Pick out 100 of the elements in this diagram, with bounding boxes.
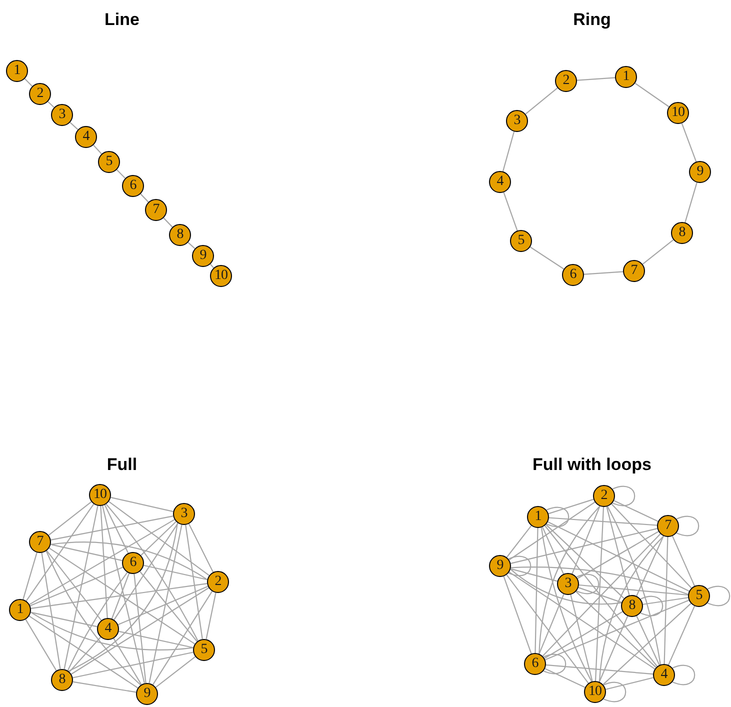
edge-line: [50, 542, 208, 580]
edge-line: [25, 619, 57, 671]
edge-line: [578, 584, 688, 596]
edge-line: [64, 506, 98, 670]
vertex-circle: 10: [210, 265, 232, 287]
edge-line: [544, 525, 658, 667]
edge-line: [41, 552, 61, 670]
edge-line: [46, 550, 142, 686]
edge-line: [502, 131, 515, 172]
edge-line: [110, 496, 174, 512]
edge-line: [598, 536, 664, 682]
edge-line: [111, 573, 130, 619]
self-loop: [672, 664, 696, 686]
self-loop: [576, 574, 600, 594]
edge-line: [506, 525, 532, 558]
edge-line: [570, 594, 593, 682]
vertex-circle: 1: [6, 60, 28, 82]
edge-line: [538, 594, 564, 654]
edge-line: [576, 591, 656, 668]
edge-line: [614, 500, 658, 522]
edge-line: [510, 568, 558, 582]
self-loop: [543, 654, 566, 674]
panel-title: Full: [106, 455, 138, 475]
vertex-circle: 2: [593, 485, 615, 507]
edge-line: [664, 536, 668, 664]
edge-line: [140, 571, 198, 642]
edge-line: [572, 506, 600, 574]
vertex-circle: 4: [653, 664, 675, 686]
edge-line: [70, 122, 78, 130]
vertex-circle: 3: [506, 110, 528, 132]
edge-line: [634, 82, 670, 108]
panel-title: Full with loops: [532, 455, 652, 475]
edge-line: [576, 77, 616, 81]
vertex-circle: 9: [192, 245, 214, 267]
edge-line: [546, 664, 654, 675]
edge-line: [544, 600, 690, 660]
edge-line: [684, 182, 698, 223]
edge-line: [71, 587, 209, 675]
edge-line: [30, 612, 98, 628]
edge-line: [140, 194, 149, 202]
self-loop: [707, 586, 730, 606]
vertex-circle: 8: [621, 595, 643, 617]
edge-line: [106, 504, 198, 642]
edge-line: [140, 521, 176, 556]
vertex-circle: 10: [584, 681, 606, 703]
edge-line: [100, 506, 108, 618]
vertex-circle: 6: [562, 264, 584, 286]
edge-line: [525, 88, 558, 114]
edge-line: [542, 526, 564, 574]
edge-line: [30, 583, 208, 609]
edge-line: [29, 519, 175, 605]
edge-line: [24, 78, 33, 87]
vertex-circle: 5: [510, 230, 532, 252]
vertex-circle: 2: [207, 571, 229, 593]
edge-line: [510, 566, 688, 595]
edge-line: [148, 524, 182, 684]
vertex-circle: 2: [555, 70, 577, 92]
self-loop: [508, 556, 532, 576]
edge-line: [108, 501, 210, 576]
vertex-circle: 7: [29, 531, 51, 553]
panel-title: Line: [104, 10, 140, 30]
edge-line: [544, 611, 623, 659]
edge-line: [50, 544, 122, 562]
edge-line: [118, 586, 208, 626]
edge-line: [636, 536, 664, 596]
vertex-circle: 4: [489, 171, 511, 193]
edge-line: [22, 552, 38, 600]
edge-line: [188, 524, 214, 572]
vertex-circle: 3: [51, 104, 73, 126]
edge-line: [611, 504, 692, 588]
vertex-circle: 6: [524, 653, 546, 675]
edge-line: [30, 612, 194, 650]
edge-line: [508, 572, 656, 670]
edge-line: [185, 524, 203, 640]
edge-line: [72, 681, 136, 693]
vertex-circle: 8: [671, 222, 693, 244]
edge-line: [598, 616, 628, 682]
edge-line: [503, 192, 518, 231]
edge-line: [672, 536, 696, 586]
edge-line: [508, 502, 596, 560]
edge-line: [548, 498, 594, 514]
vertex-circle: 9: [489, 555, 511, 577]
self-loop: [676, 516, 700, 536]
edge-line: [506, 574, 589, 684]
edge-line: [104, 504, 129, 554]
self-loop: [546, 506, 570, 528]
edge-line: [48, 101, 54, 108]
edge-line: [602, 603, 692, 685]
edge-line: [206, 592, 216, 640]
edge-line: [594, 506, 604, 682]
vertex-circle: 9: [689, 161, 711, 183]
vertex-circle: 7: [145, 199, 167, 221]
vertex-circle: 3: [173, 503, 195, 525]
edge-line: [548, 517, 658, 526]
vertex-circle: 5: [98, 151, 120, 173]
vertex-circle: 1: [527, 506, 549, 528]
vertex-circle: 5: [688, 585, 710, 607]
edge-line: [538, 506, 600, 654]
edge-line: [530, 246, 564, 270]
edge-line: [118, 630, 194, 648]
